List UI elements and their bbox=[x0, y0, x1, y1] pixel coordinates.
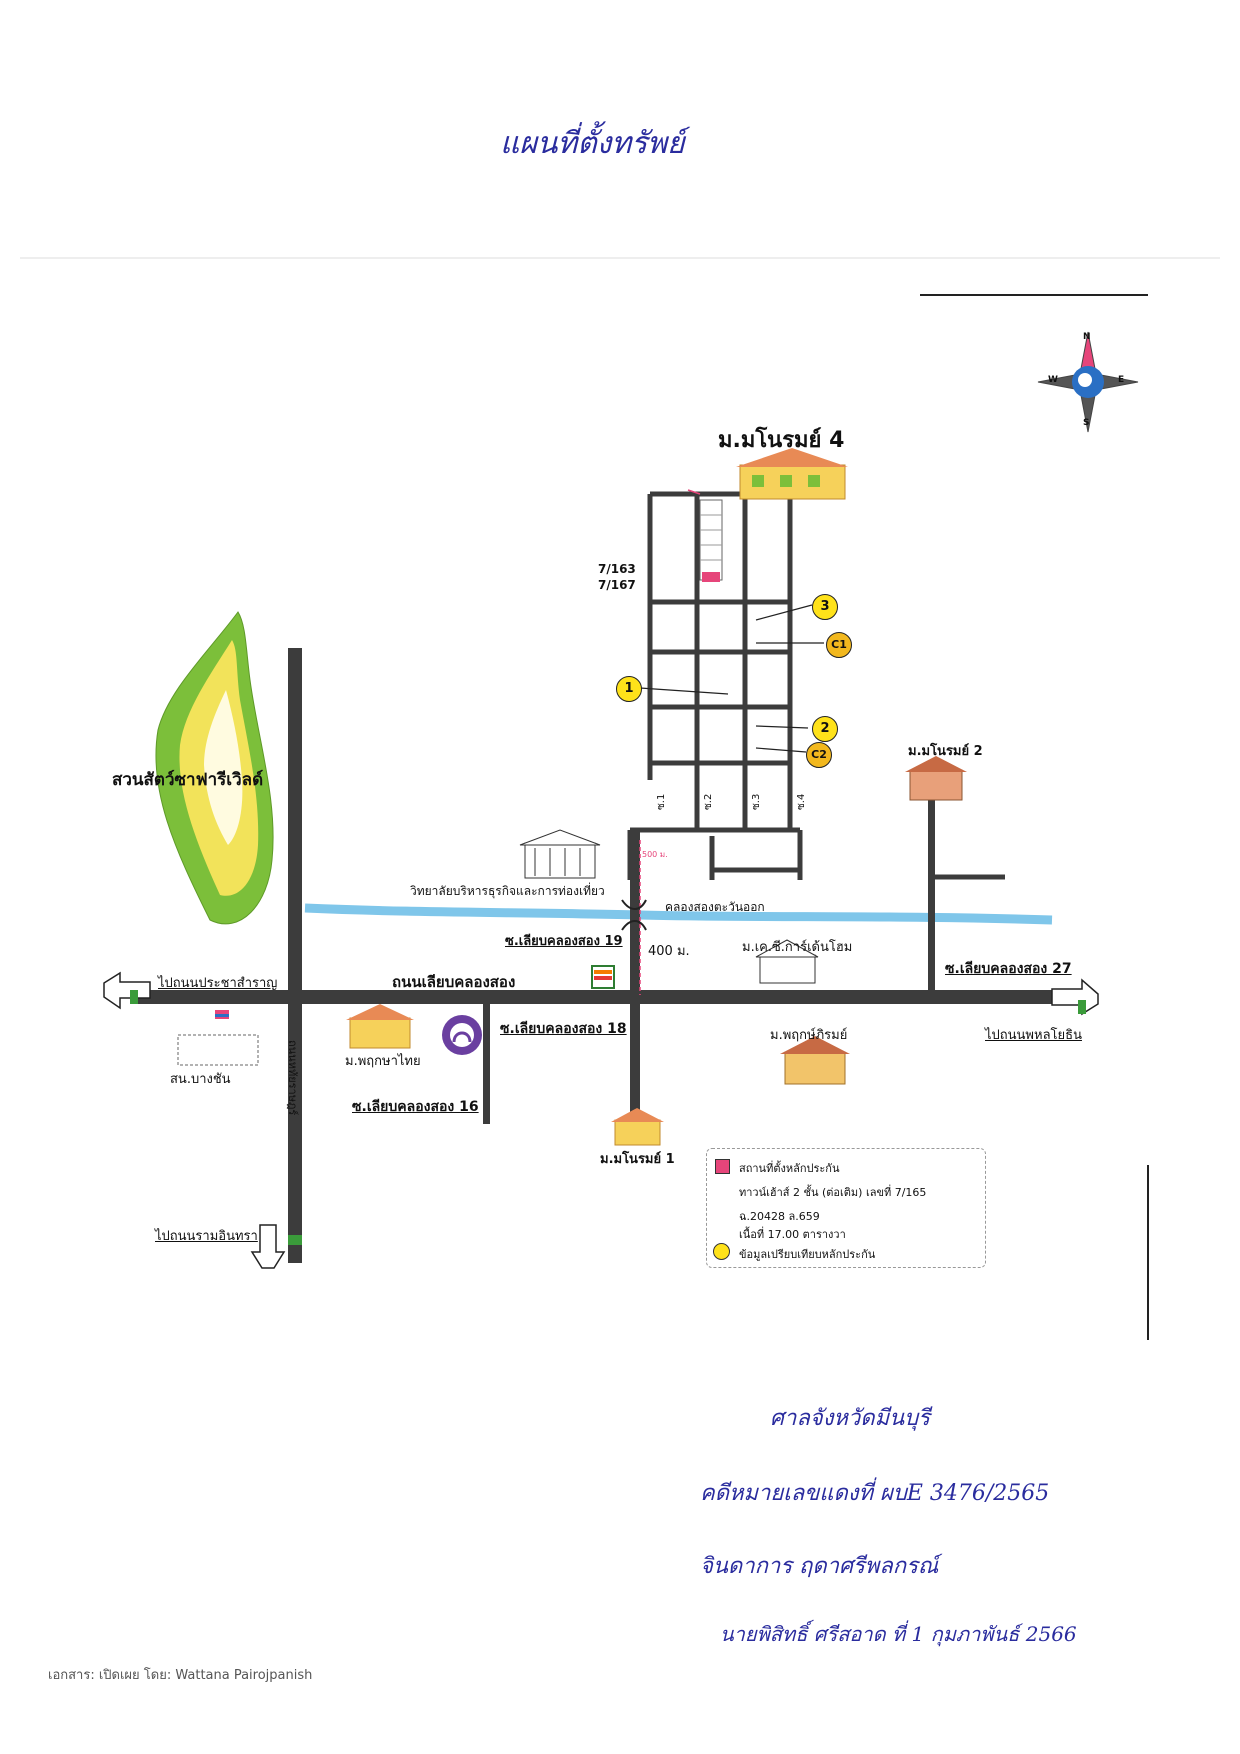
safari-park-area bbox=[155, 611, 274, 925]
marker-1: 1 bbox=[616, 676, 642, 702]
main-road bbox=[130, 990, 1085, 1004]
bridge-icon bbox=[621, 899, 647, 931]
building-icon-manorom4 bbox=[736, 448, 848, 500]
canal-label: คลองสองตะวันออก bbox=[665, 900, 765, 914]
village-2-label: ม.มโนรมย์ 2 bbox=[908, 744, 983, 759]
small-distance-note: 500 ม. bbox=[642, 850, 668, 859]
soi-27-label: ซ.เลียบคลองสอง 27 bbox=[945, 961, 1072, 977]
soi-18-label: ซ.เลียบคลองสอง 18 bbox=[500, 1021, 627, 1037]
legend-item-5: ข้อมูลเปรียบเทียบหลักประกัน bbox=[739, 1248, 876, 1261]
soi-label-3: ซ.3 bbox=[751, 793, 762, 810]
arrow-south bbox=[250, 1224, 286, 1269]
entrance-marker bbox=[687, 489, 701, 495]
temple-icon bbox=[442, 1015, 482, 1055]
main-road-label: ถนนเลียบคลองสอง bbox=[392, 973, 516, 991]
compass-north: N bbox=[1083, 332, 1091, 342]
compass-south: S bbox=[1083, 418, 1090, 428]
soi-label-2: ซ.2 bbox=[703, 793, 714, 810]
footer-disclosure: เอกสาร: เปิดเผย โดย: Wattana Pairojpanis… bbox=[48, 1668, 313, 1683]
page-title: แผนที่ตั้งทรัพย์ bbox=[500, 126, 685, 161]
soi-27-road bbox=[928, 800, 935, 992]
to-east-label: ไปถนนพหลโยธิน bbox=[985, 1028, 1082, 1043]
building-icon-manorom2 bbox=[905, 756, 967, 801]
road-end-east bbox=[1078, 1000, 1086, 1014]
soi-19-road bbox=[630, 830, 640, 1120]
note-signature-date: นายพิสิทธิ์ ศรีสอาด ที่ 1 กุมภาพันธ์ 256… bbox=[720, 1622, 1077, 1646]
building-icon-pruk-pirom bbox=[780, 1036, 850, 1085]
road-end-south bbox=[288, 1235, 302, 1245]
village-1-label: ม.มโนรมย์ 1 bbox=[600, 1152, 675, 1167]
arrow-east bbox=[1051, 978, 1099, 1016]
plot-number-2: 7/167 bbox=[598, 578, 636, 592]
seven-eleven-icon bbox=[591, 965, 615, 989]
legend-item-2: ทาวน์เฮ้าส์ 2 ชั้น (ต่อเติม) เลขที่ 7/16… bbox=[739, 1186, 927, 1199]
compass-west: W bbox=[1048, 375, 1058, 385]
distance-label: 400 ม. bbox=[648, 944, 690, 959]
college-label: วิทยาลัยบริหารธุรกิจและการท่องเที่ยว bbox=[410, 884, 605, 898]
building-icon-manorom1 bbox=[611, 1108, 664, 1146]
soi-16-label: ซ.เลียบคลองสอง 16 bbox=[352, 1099, 479, 1115]
canal-line bbox=[304, 903, 1053, 925]
village-pk-label: ม.พฤกษ์ภิรมย์ bbox=[770, 1028, 848, 1043]
vertical-road-west bbox=[288, 648, 302, 1263]
soi-19-label: ซ.เลียบคลองสอง 19 bbox=[505, 934, 623, 949]
building-icon-ks-garden bbox=[755, 939, 819, 984]
to-west-label: ไปถนนประชาสำราญ bbox=[158, 976, 278, 991]
park-label: สวนสัตว์ซาฟารีเวิลด์ bbox=[112, 770, 264, 790]
marker-3: 3 bbox=[812, 594, 838, 620]
village-ph-label: ม.พฤกษาไทย bbox=[345, 1054, 421, 1069]
note-case-number: คดีหมายเลขแดงที่ ผบE 3476/2565 bbox=[700, 1481, 1050, 1506]
collateral-plot bbox=[702, 572, 720, 582]
legend-swatch-compare bbox=[713, 1243, 730, 1260]
project-grid bbox=[627, 491, 803, 880]
note-surveyor: จินดาการ ฤดาศรีพลกรณ์ bbox=[700, 1554, 939, 1579]
office-label: สน.บางชัน bbox=[170, 1072, 231, 1087]
soi-16-road bbox=[483, 1004, 490, 1124]
legend-item-4: เนื้อที่ 17.00 ตารางวา bbox=[739, 1228, 846, 1241]
soi-label-4: ซ.4 bbox=[796, 793, 807, 810]
road-end-west bbox=[130, 990, 138, 1004]
building-icon-college bbox=[519, 829, 601, 879]
project-name-label: ม.มโนรมย์ 4 bbox=[718, 428, 845, 453]
compass-east: E bbox=[1118, 375, 1125, 385]
marker-c2: C2 bbox=[806, 742, 832, 768]
to-south-label: ไปถนนรามอินทรา bbox=[155, 1229, 258, 1244]
soi-label-1: ซ.1 bbox=[656, 793, 667, 810]
village-ks-label: ม.เค.ซี.การ์เด้นโฮม bbox=[742, 940, 853, 955]
note-court: ศาลจังหวัดมีนบุรี bbox=[770, 1406, 930, 1431]
map-legend: สถานที่ตั้งหลักประกัน ทาวน์เฮ้าส์ 2 ชั้น… bbox=[706, 1148, 986, 1268]
marker-c1: C1 bbox=[826, 632, 852, 658]
plot-number-1: 7/163 bbox=[598, 562, 636, 576]
legend-item-3: ฉ.20428 ล.659 bbox=[739, 1210, 820, 1223]
building-icon-phrueksa bbox=[346, 1004, 414, 1049]
legend-item-1: สถานที่ตั้งหลักประกัน bbox=[739, 1162, 840, 1175]
compass-icon bbox=[1037, 331, 1139, 433]
marker-2: 2 bbox=[812, 716, 838, 742]
vertical-road-label: ถนนหทัยราษฎร์ bbox=[286, 1040, 299, 1116]
pointer-arrows bbox=[639, 604, 824, 753]
arrow-west bbox=[103, 971, 151, 1010]
townhouse-strip bbox=[699, 499, 723, 582]
police-station-icon bbox=[177, 1010, 259, 1066]
legend-swatch-collateral bbox=[715, 1159, 730, 1174]
